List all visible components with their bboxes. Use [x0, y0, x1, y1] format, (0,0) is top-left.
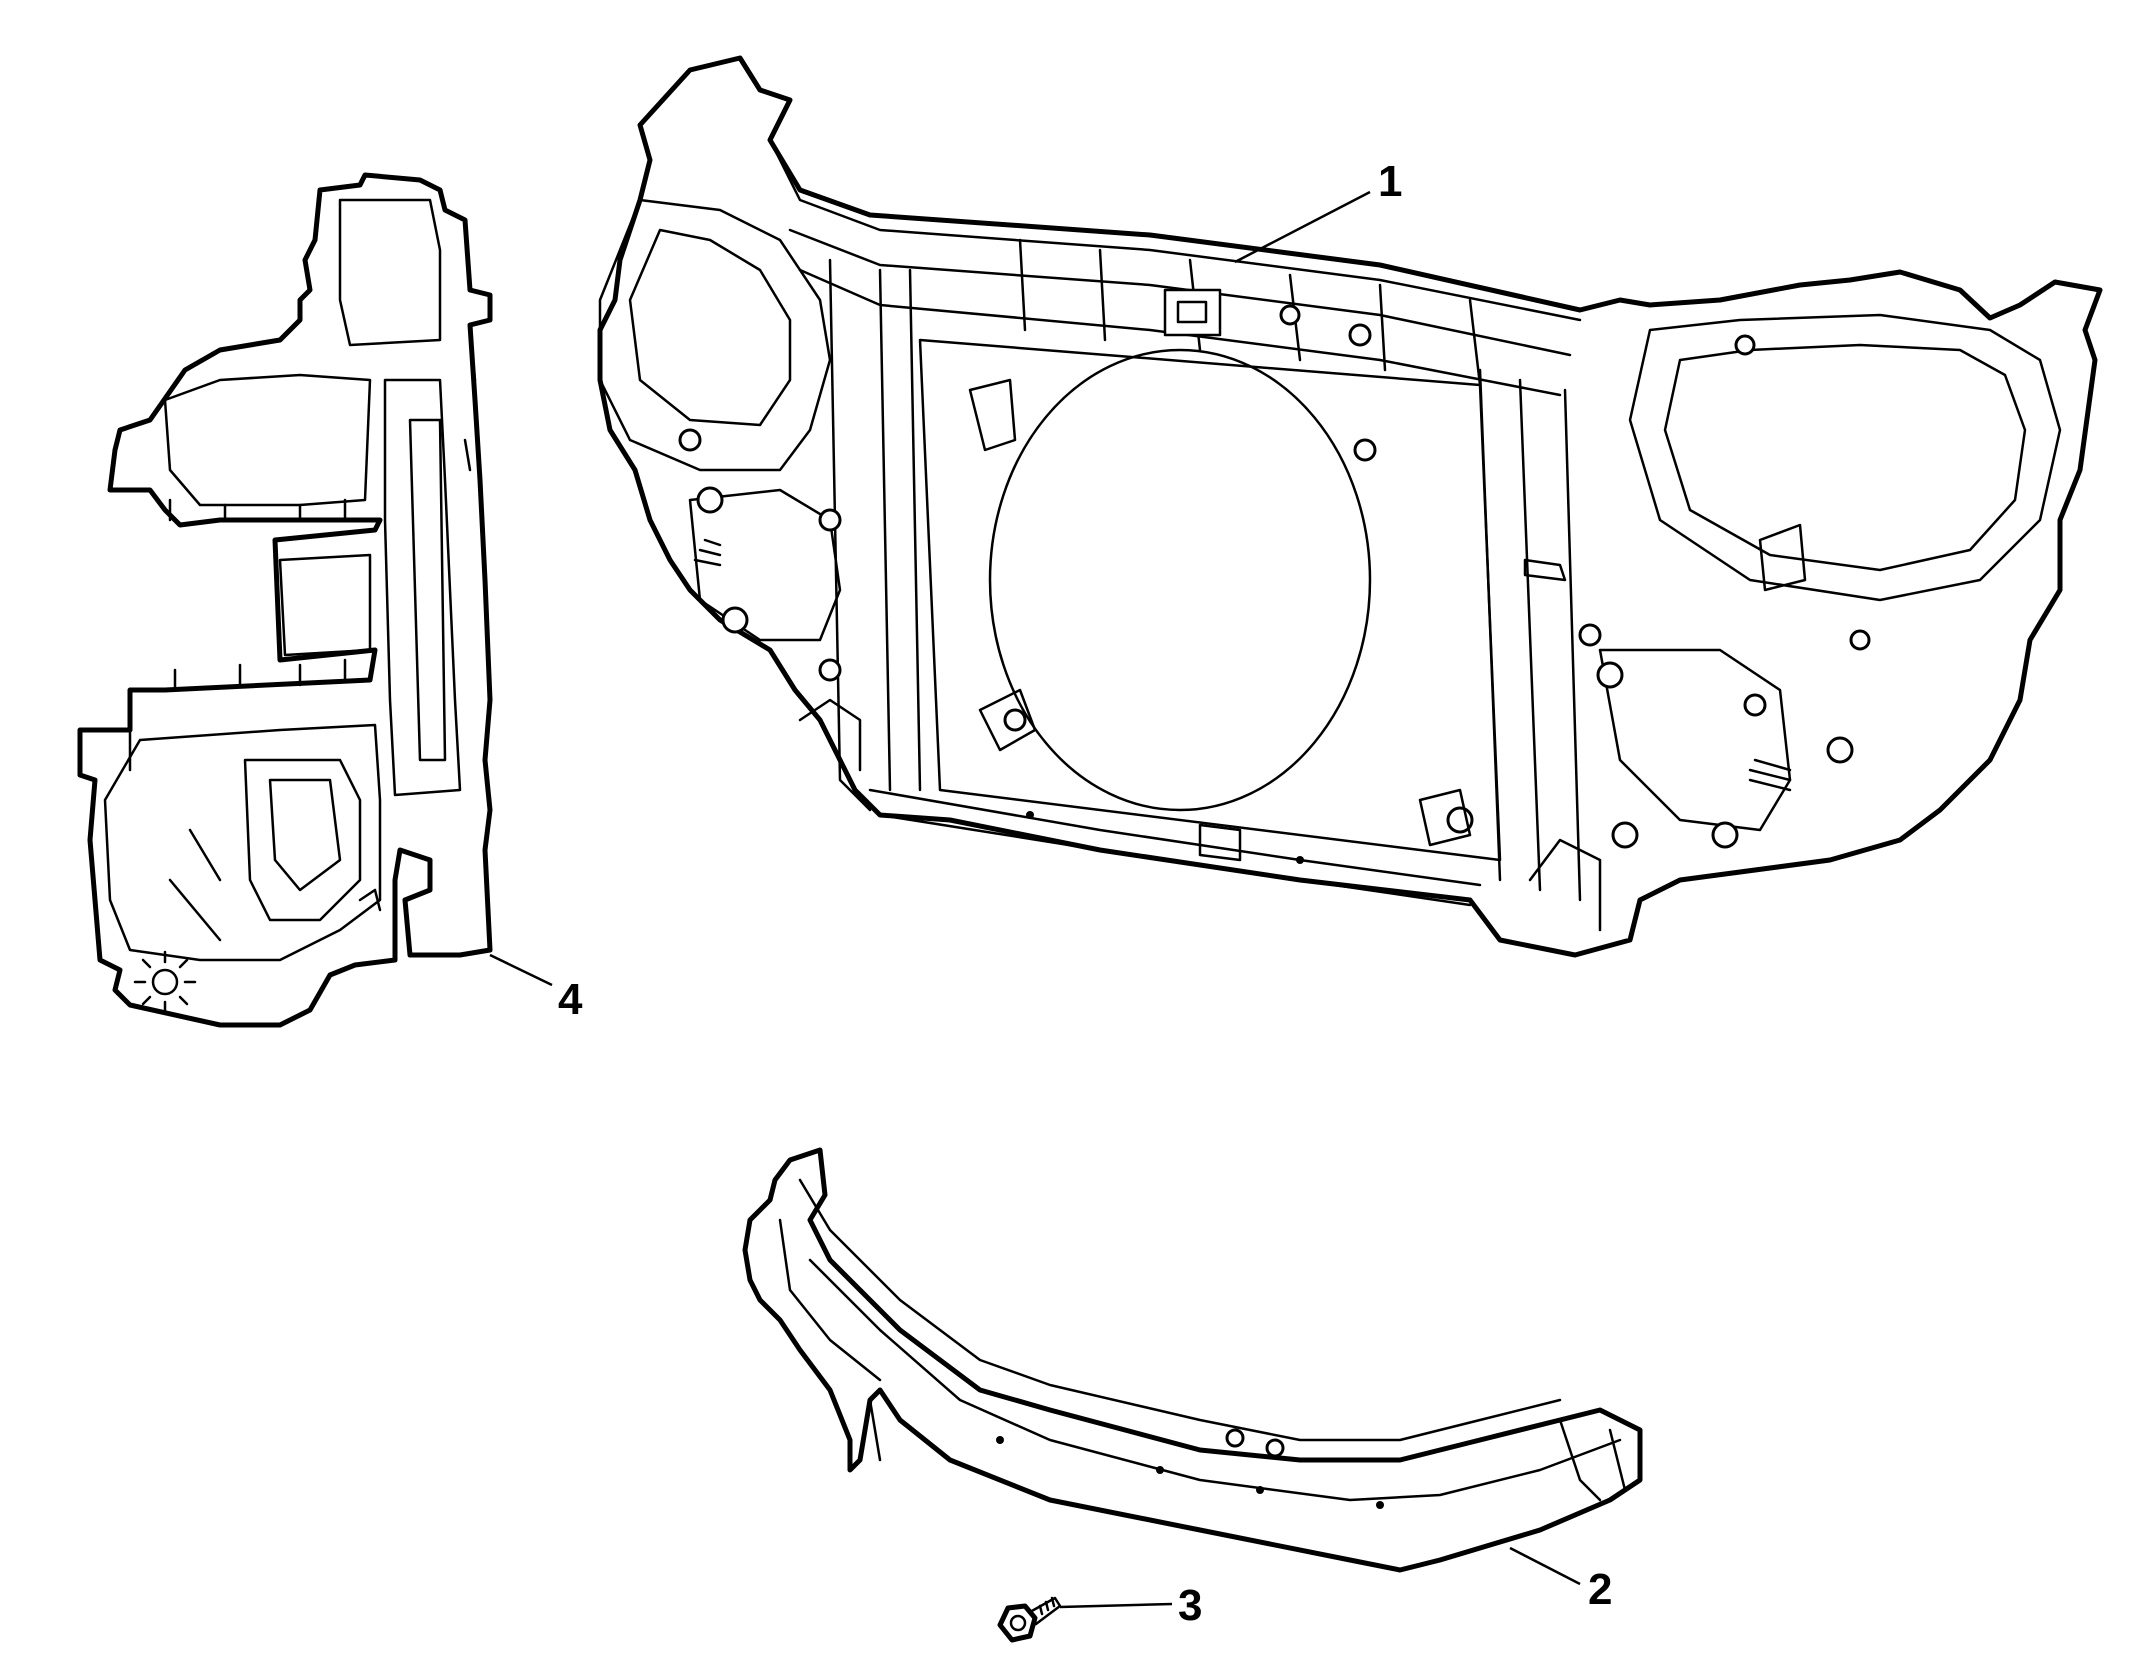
- callout-1-label: 1: [1378, 157, 1402, 206]
- callout-4-label: 4: [558, 975, 583, 1024]
- callout-2: 2: [1509, 1546, 1612, 1614]
- callout-1: 1: [1234, 157, 1402, 264]
- part-1-radiator-support: [597, 55, 2103, 958]
- part-3-bolt: [997, 1596, 1062, 1643]
- callout-4: 4: [489, 953, 583, 1024]
- part-2-lower-crossmember: [742, 1147, 1643, 1573]
- callout-2-label: 2: [1588, 1565, 1612, 1614]
- callout-1-leader: [1234, 190, 1371, 264]
- callout-3-label: 3: [1178, 1581, 1202, 1630]
- callout-4-leader: [489, 953, 553, 987]
- callout-3: 3: [1059, 1581, 1202, 1630]
- part-4-air-deflector: [77, 172, 493, 1028]
- callout-2-leader: [1509, 1546, 1581, 1586]
- callout-3-leader: [1059, 1602, 1173, 1609]
